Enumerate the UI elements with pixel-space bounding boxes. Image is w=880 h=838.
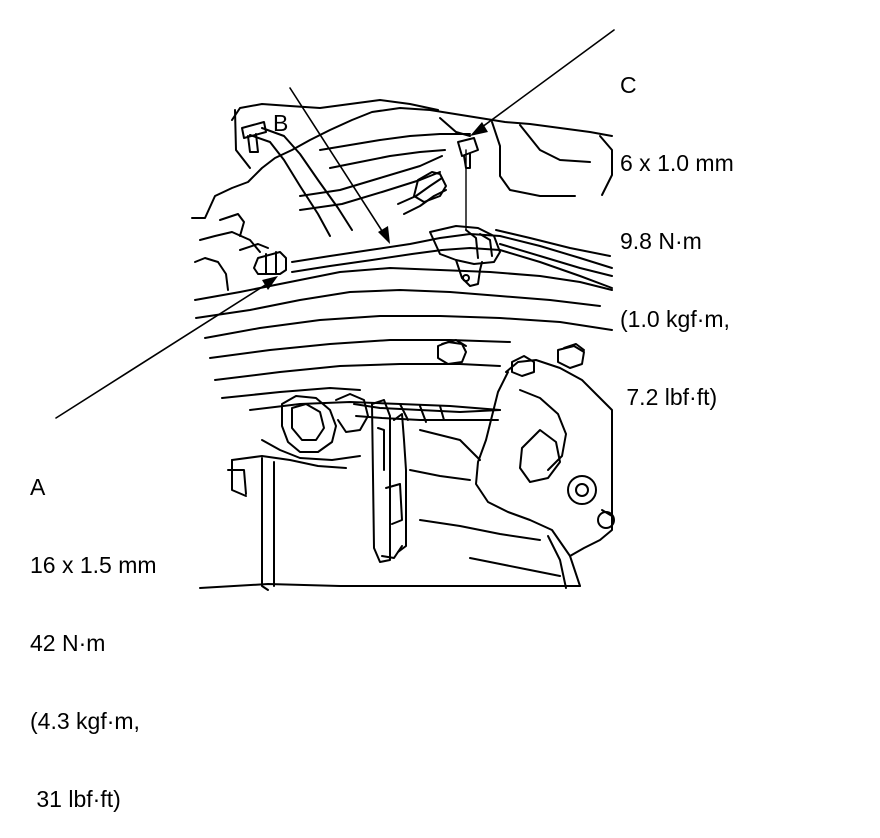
callout-c: C 6 x 1.0 mm 9.8 N·m (1.0 kgf·m, 7.2 lbf… (620, 20, 734, 436)
lower-housing (199, 393, 581, 591)
bracket-c (429, 149, 501, 287)
cable-b (291, 229, 613, 289)
leader-a (55, 281, 271, 419)
arrowhead-a (262, 276, 278, 290)
arrowhead-c (470, 122, 488, 136)
callout-c-letter: C (620, 72, 637, 98)
callout-a-letter: A (30, 474, 46, 500)
leader-lines (55, 29, 615, 419)
subframe (194, 267, 613, 411)
leader-b (289, 87, 385, 235)
callout-c-torque-kgfm: (1.0 kgf·m, (620, 306, 730, 332)
leader-c (477, 29, 615, 131)
callout-a: A 16 x 1.5 mm 42 N·m (4.3 kgf·m, 31 lbf·… (30, 422, 157, 838)
linkage-bar (353, 403, 501, 423)
line-drawing (55, 29, 615, 591)
callout-a-torque-kgfm: (4.3 kgf·m, (30, 708, 140, 734)
bolt-c (457, 137, 479, 169)
fitting-a (239, 243, 287, 275)
callout-c-thread-size: 6 x 1.0 mm (620, 150, 734, 176)
diagram-stage: A 16 x 1.5 mm 42 N·m (4.3 kgf·m, 31 lbf·… (30, 20, 734, 812)
callout-c-torque-nm: 9.8 N·m (620, 228, 702, 254)
callout-b-letter: B (273, 110, 289, 136)
callout-b: B (273, 58, 288, 162)
stud-bolt (241, 121, 267, 153)
callout-a-thread-size: 16 x 1.5 mm (30, 552, 157, 578)
engine-upper-outline (191, 99, 613, 291)
callout-a-torque-lbfft: 31 lbf·ft) (30, 786, 121, 812)
callout-c-torque-lbfft: 7.2 lbf·ft) (620, 384, 718, 410)
right-casting (475, 359, 615, 589)
leader-arrowheads (262, 122, 488, 290)
mount-bosses (437, 339, 585, 377)
arrowhead-b (378, 226, 390, 244)
lower-center (409, 429, 561, 577)
pipe-lines (299, 155, 447, 215)
callout-a-torque-nm: 42 N·m (30, 630, 106, 656)
center-strut (371, 399, 407, 563)
